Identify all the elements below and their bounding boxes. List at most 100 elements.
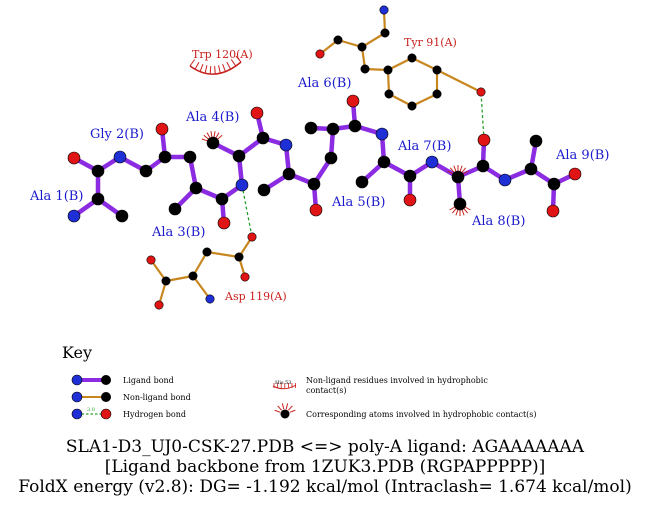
key-hydrophobic-atom-icon [274,403,296,419]
caption-line3: FoldX energy (v2.8): DG= -1.192 kcal/mol… [18,477,631,497]
atom-c3 [215,192,229,206]
atom-ca2 [139,164,153,178]
key-hydrophobic-residue-icon [272,383,297,390]
key-nonligand-bond-label: Non-ligand bond [123,393,191,402]
key-hydrophobic-residues-label-2: contact(s) [306,386,346,395]
nonligand-bond [192,275,211,300]
atom-t2 [333,35,343,45]
trp120-lash [226,61,232,70]
label-ala6: Ala 6(B) [297,76,351,91]
hydrophobic-contact-mark [453,165,457,172]
atom-cb6 [304,121,318,135]
trp120-lash [214,65,216,75]
atom-o7 [403,193,417,207]
caption-line1: SLA1-D3_UJ0-CSK-27.PDB <=> poly-A ligand… [66,437,585,457]
key-ligand-bond-sample [71,374,111,386]
hydrophobic-contact-mark [464,206,471,211]
ligand-bonds [71,98,578,226]
key-hydrogen-bond-label: Hydrogen bond [123,410,186,419]
nonligand-bond [192,251,208,277]
hydrophobic-contact-mark [206,132,211,139]
label-trp120: Trp 120(A) [192,48,253,61]
key-atom-lash [277,405,283,411]
hydrophobic-contact-mark [449,167,455,173]
hydrophobic-contact-mark [449,206,456,211]
trp120-lash [189,59,196,67]
key-title: Key [62,343,92,362]
hydrophobic-contact-mark [213,131,216,138]
atom-o2 [155,122,169,136]
atom-cb1 [115,209,129,223]
atom-t5 [379,5,389,15]
atom-t6 [360,64,370,74]
atom-d2 [234,252,244,262]
key-atom-lash [289,409,296,413]
atom-nh3 [235,178,249,192]
label-ala8: Ala 8(B) [471,214,525,229]
hydrophobic-contact-mark [451,208,457,214]
atom-d7 [146,255,156,265]
label-ala7: Ala 7(B) [397,139,451,154]
atom-t8 [407,53,417,63]
label-ala9: Ala 9(B) [555,148,609,163]
hydrophobic-contact-mark [201,138,208,142]
key-hydrophobic-residues-label: Non-ligand residues involved in hydropho… [306,376,488,385]
atom-c8 [476,159,490,173]
key-nonligand-bond-sample [71,391,111,403]
trp120-lash [194,61,200,70]
atom-d8 [154,300,164,310]
key-atom-lash [274,409,281,413]
atom-cb9 [529,134,543,148]
atom-na1 [67,209,81,223]
atom-d9 [205,294,215,304]
label-ala5: Ala 5(B) [331,195,385,210]
key-arc [272,384,297,390]
atom-n1 [91,192,105,206]
atom-o1 [67,151,81,165]
atom-t9 [432,65,442,75]
trp120-lash [199,63,204,72]
atom-c4 [256,131,270,145]
hydrophobic-contact-mark [463,208,469,214]
atom-t7 [383,65,393,75]
nonligand-bond [436,69,482,93]
atom-t4 [380,28,390,38]
atom-ca8 [451,170,465,184]
hydrogen-bond-line [241,184,253,238]
atom-o9 [568,167,582,181]
nonligand-bond [411,93,438,107]
atom-o5 [309,203,323,217]
atom-c5 [307,177,321,191]
key-atom-lash [281,403,285,410]
key-ligand-bond-label: Ligand bond [123,376,174,385]
atom-cb3 [168,202,182,216]
atom-n6 [324,151,338,165]
hydrophobic-contact-mark [461,209,465,216]
hydrophobic-contact-mark [447,170,454,175]
hydrophobic-contact-mark [461,167,467,173]
atom-o9b [546,204,560,218]
atom-t3 [357,42,367,52]
hydrophobic-contact-mark [217,134,223,140]
atom-ca1 [91,164,105,178]
caption-line2: [Ligand backbone from 1ZUK3.PDB (RGPAPPP… [105,457,546,477]
atom-d6 [161,276,171,286]
label-asp119: Asp 119(A) [224,290,287,303]
atom-d1 [247,232,257,242]
nonligand-bond [411,57,438,71]
atom-c2 [158,150,172,164]
key-atom [280,409,290,419]
atom-n2 [113,150,127,164]
atom-o3 [217,216,231,230]
hydrogen-bonds [241,91,485,238]
label-ala1: Ala 1(B) [29,189,83,204]
trp120-hydrophobic-arc-icon [189,55,242,75]
key-hydrophobic-sample-label: His 53 [275,380,291,386]
atom-c6 [348,119,362,133]
trp120-lash [222,63,226,72]
atom-ca5 [282,167,296,181]
trp120-lash [209,65,212,75]
atom-t11 [407,101,417,111]
hydrophobic-contact-mark [203,134,209,140]
